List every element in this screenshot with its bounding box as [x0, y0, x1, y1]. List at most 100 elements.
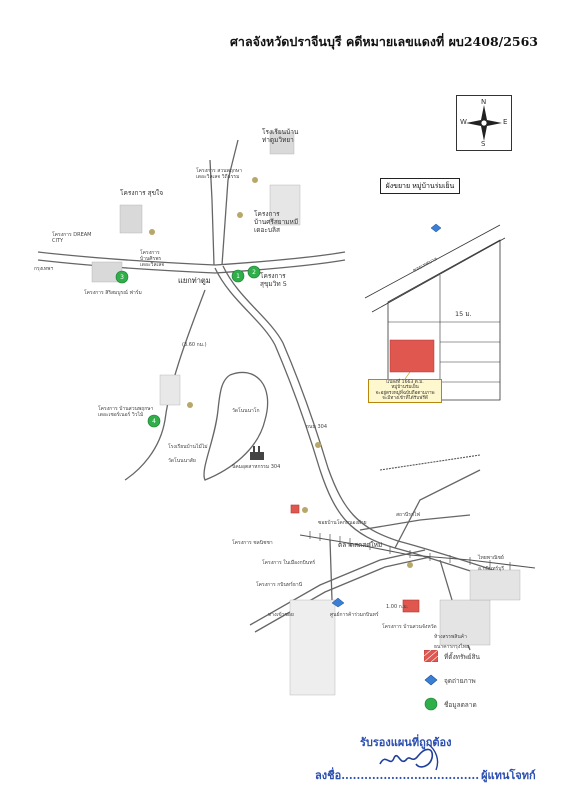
compass-s: S — [481, 140, 486, 148]
railway-ticks — [309, 531, 511, 570]
inset-pointer — [404, 371, 411, 380]
housing-block-3 — [269, 184, 301, 226]
housing-block-8 — [159, 374, 181, 406]
label-road-ext: ทางเข้าซอย — [268, 612, 294, 618]
market-marker-1-num: 1 — [236, 273, 240, 280]
label-bank: ธนาคารกรุงไทย — [434, 644, 470, 650]
inset-title: ผังขยาย หมู่บ้านร่มเย็น — [380, 178, 460, 194]
label-pruksa-sirin: โครงการ บ้านศรีสยามหมี เดอะบลิส — [254, 210, 299, 234]
camera-swatch-icon — [424, 674, 438, 686]
tree-icon — [302, 507, 308, 513]
market-marker-4 — [147, 414, 161, 428]
label-distance: 1.00 ก.ม. — [386, 604, 409, 610]
inset-property — [389, 339, 435, 373]
label-mall: ห้างสรรพสินค้า — [434, 634, 467, 640]
tree-icon — [252, 177, 258, 183]
label-suk-chai: โครงการ สุขใจ — [120, 189, 164, 197]
label-school: โรงเรียนบ้าน ท่าตูมวิทยา — [262, 128, 299, 144]
road-east-1 — [394, 469, 481, 549]
housing-block-7 — [269, 131, 295, 155]
legend-camera-label: จุดถ่ายภาพ — [444, 677, 476, 685]
label-dream: โครงการ DREAM CITY — [52, 232, 92, 244]
inset-boundary — [387, 239, 501, 401]
certification-text: รับรองแผนที่ถูกต้อง — [360, 736, 452, 749]
inset-lot-lines — [388, 275, 500, 400]
inset-distance: 15 ม. — [455, 310, 472, 318]
compass-w: W — [460, 118, 467, 126]
market-marker-3 — [115, 270, 129, 284]
factory-icon — [250, 452, 264, 460]
road-main — [214, 267, 516, 586]
housing-block-5 — [439, 599, 491, 646]
label-kabin: อ.กบินทร์บุรี — [478, 566, 505, 572]
camera-point-inset-icon — [430, 223, 442, 233]
road-west-branch — [124, 289, 206, 481]
label-school2: โรงเรียนบ้านไม้ไม่ — [168, 444, 208, 450]
market-marker-1 — [231, 269, 245, 283]
label-ban-na: วัดโนนนาโก — [232, 408, 260, 414]
compass-icon — [466, 105, 502, 141]
label-station: สถานีรถไฟ — [396, 512, 421, 518]
label-kanok: โครงการ สุขุมวิท 5 — [260, 272, 287, 288]
label-soi: ซอยบ้านโคกหนองฝ้าย — [318, 520, 367, 526]
label-center: ศูนย์การค้าร่วมกบินทร์ — [330, 612, 379, 618]
market-swatch-icon — [424, 697, 438, 711]
road-north-2 — [221, 139, 239, 266]
tree-icon — [237, 212, 243, 218]
market-marker-2 — [247, 265, 261, 279]
label-intersection: แยกท่าตูม — [178, 276, 211, 285]
market-marker-4-num: 4 — [152, 418, 156, 425]
housing-block-4 — [289, 599, 336, 696]
tree-icon — [187, 402, 193, 408]
label-sripanom: โครงการ บ้านศิรพร เดอะวิลเลจ — [140, 250, 165, 268]
legend-property-label: ที่ตั้งทรัพย์สิน — [444, 653, 480, 661]
road-southwest-edge — [254, 556, 431, 633]
signature-line: ลงชื่อ..................................… — [315, 766, 536, 784]
label-tesco: โครงการ บ้านสวนจังหวัด — [382, 624, 437, 630]
compass-e: E — [503, 118, 508, 126]
road-north — [209, 159, 215, 266]
property-marker — [402, 599, 420, 613]
page-title: ศาลจังหวัดปราจีนบุรี คดีหมายเลขแดงที่ ผบ… — [230, 34, 539, 49]
sign-dots: .................................... — [341, 769, 480, 782]
housing-block-6 — [469, 569, 521, 601]
inset-road — [364, 224, 501, 299]
label-market: ตลาดสดสดใหม่ — [338, 541, 383, 549]
road-southwest — [249, 549, 426, 626]
label-pruksa: โครงการ บ้านสวนพฤกษา เดอะเชอร์เนอร์ วิวไ… — [98, 406, 154, 418]
tree-icon — [315, 442, 321, 448]
label-road-304: ถนน 304 — [306, 424, 327, 430]
camera-point-icon — [331, 597, 345, 608]
tree-icon — [407, 562, 413, 568]
sign-label: ลงชื่อ — [315, 769, 342, 782]
label-project-a: โครงการ ชลนิชชา — [232, 540, 273, 546]
label-sirisuk: โครงการ สิริสมบูรณ์ ฟาร์ม — [84, 290, 142, 296]
label-project-b: โครงการ ในเมืองกบินทร์ — [262, 560, 316, 566]
road-loop — [203, 371, 269, 481]
railway-east — [379, 454, 481, 471]
tree-icon — [149, 229, 155, 235]
property-marker-2 — [290, 504, 300, 514]
label-factory: นิคมอุตสาหกรรม 304 — [232, 464, 281, 470]
label-wat: วัดโนนนาสัย — [168, 458, 196, 464]
inset-note: แปลงที่ 1663 ต.ม. หมู่บ้านร่มเย็น จะอยู่… — [368, 379, 442, 403]
market-marker-3-num: 3 — [120, 274, 124, 281]
label-pan-khong: โครงการ สวนพฤกษา เดอะวิลเลจ วิถีธรรม — [196, 168, 242, 180]
inset-road-edge — [371, 237, 506, 313]
road-east-west-edge — [37, 259, 346, 274]
road-main-edge — [222, 265, 519, 579]
market-marker-2-num: 2 — [252, 269, 256, 276]
compass-n: N — [481, 98, 487, 106]
road-east-3 — [359, 514, 471, 531]
housing-block-1 — [119, 204, 143, 234]
legend-market-label: ชื่อมูลตลาด — [444, 701, 477, 709]
label-ban-sang: (3.60 กม.) — [182, 342, 207, 348]
compass-rose: N S E W — [456, 95, 512, 151]
label-project-c: โครงการ กบินทร์ธานี — [256, 582, 303, 588]
sign-role: ผู้แทนโจทก์ — [481, 769, 536, 782]
signature-icon — [379, 743, 439, 771]
label-to-bangkok: กรุงเทพฯ — [34, 266, 54, 272]
property-swatch-icon — [424, 650, 438, 662]
label-thai-bank: ไทยพาณิชย์ — [478, 555, 504, 561]
